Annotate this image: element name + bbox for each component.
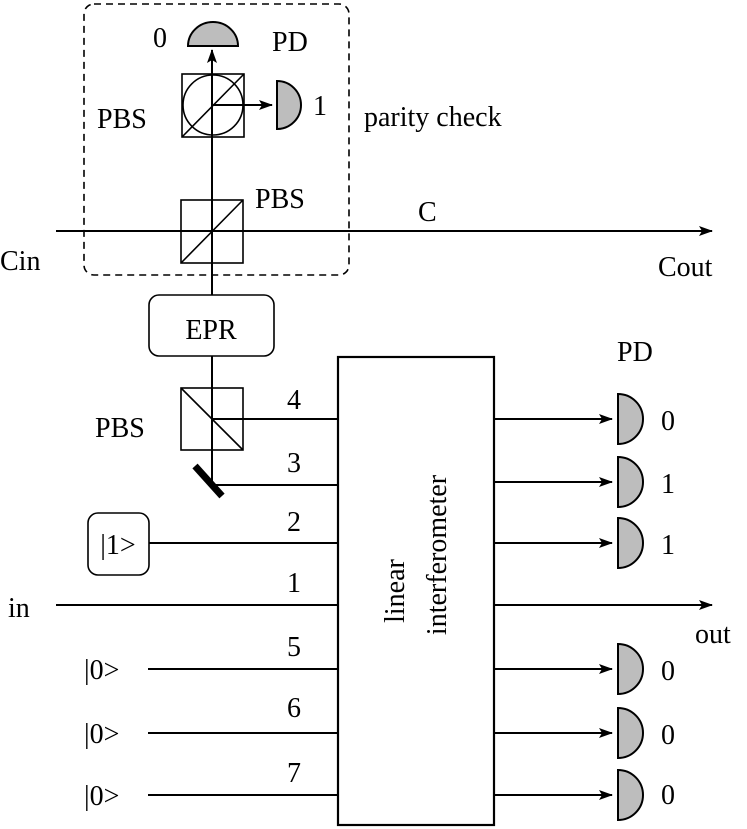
parity-check-box (83, 3, 350, 276)
mode7-label: 7 (287, 758, 301, 789)
out-r7-label: 0 (661, 780, 675, 811)
detector-r2 (617, 455, 644, 509)
out-r3-label: 1 (661, 530, 675, 561)
detector-r1 (617, 392, 644, 446)
pd-top-label: PD (272, 27, 308, 58)
ket1-label: |1> (100, 530, 135, 561)
interferometer-label-line1: linear (380, 558, 411, 622)
epr-label: EPR (185, 315, 237, 346)
pd-top-one-label: 1 (313, 91, 327, 122)
mirror (192, 463, 225, 499)
detector-r5 (617, 642, 644, 696)
detector-r3 (617, 516, 644, 570)
out-r6-label: 0 (661, 720, 675, 751)
out-r1-label: 0 (661, 406, 675, 437)
ket0-c-label: |0> (84, 781, 119, 812)
out-r5-label: 0 (661, 656, 675, 687)
out-label: out (695, 619, 731, 650)
detector-r6 (617, 706, 644, 760)
in-label: in (8, 593, 30, 624)
mode3-label: 3 (287, 448, 301, 479)
linear-interferometer-box (336, 355, 496, 827)
parity-check-label: parity check (364, 102, 502, 133)
pbs-mid-label: PBS (255, 184, 305, 215)
detector-r7 (617, 768, 644, 822)
pd-right-label: PD (617, 337, 653, 368)
c-label: C (418, 197, 437, 228)
cin-label: Cin (0, 246, 40, 277)
mode2-label: 2 (287, 507, 301, 538)
cout-label: Cout (658, 252, 713, 283)
interferometer-label-line2: interferometer (422, 474, 453, 635)
pbs-low-label: PBS (95, 413, 145, 444)
pbs-top-label: PBS (97, 104, 147, 135)
pd-top-zero-label: 0 (153, 23, 167, 54)
top-detector-1 (276, 79, 302, 131)
ket0-b-label: |0> (84, 719, 119, 750)
mode6-label: 6 (287, 693, 301, 724)
out-r2-label: 1 (661, 469, 675, 500)
ket0-a-label: |0> (84, 655, 119, 686)
mode4-label: 4 (287, 385, 301, 416)
top-detector-0 (186, 21, 240, 47)
mode5-label: 5 (287, 632, 301, 663)
mode1-label: 1 (287, 568, 301, 599)
